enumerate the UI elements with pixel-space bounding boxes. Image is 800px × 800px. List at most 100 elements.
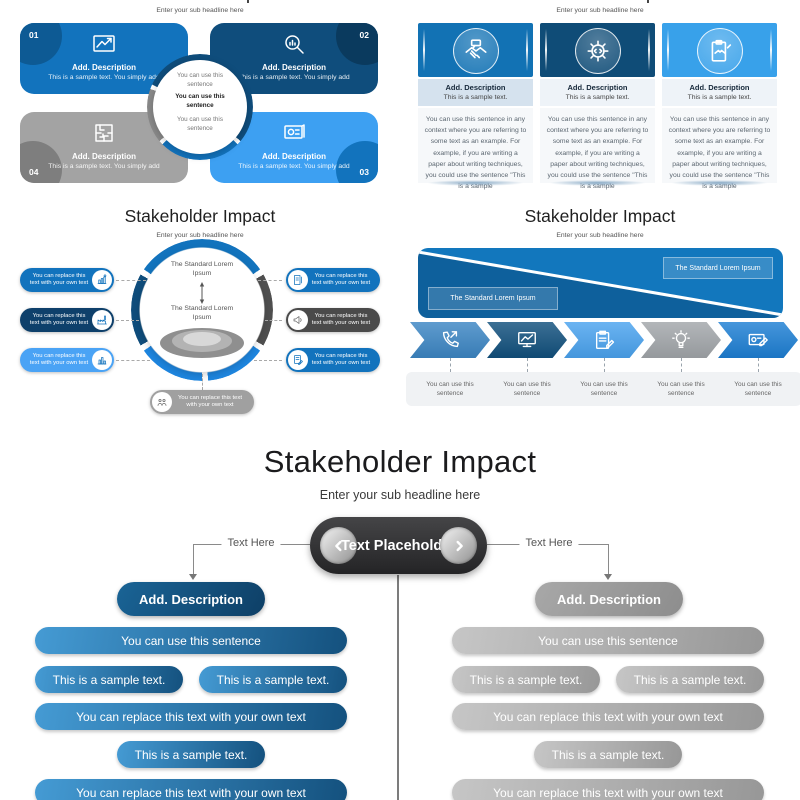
highlight-streak — [545, 29, 547, 71]
block-body: This is a sample text. You simply add — [238, 163, 350, 170]
corner-badge — [20, 23, 62, 65]
right-column-heading: Add. Description — [535, 582, 683, 616]
connector-line — [608, 544, 609, 575]
text-pill: This is a sample text. — [534, 741, 682, 768]
handshake-chat-icon — [463, 38, 489, 64]
page-subtitle: Enter your sub headline here — [319, 488, 481, 502]
factory-icon — [92, 310, 112, 330]
card-heading: Add. Description — [567, 83, 628, 92]
card-subheading: This is a sample text. — [443, 94, 508, 101]
pill-text: You can replace this text with your own … — [311, 312, 371, 327]
lightbulb-icon — [670, 329, 692, 351]
pill-text: You can replace this text with your own … — [178, 394, 242, 409]
text-pill: This is a sample text. — [616, 666, 764, 693]
corner-badge — [336, 141, 378, 183]
text-pill: You can replace this text with your own … — [452, 779, 764, 800]
slide-subtitle: Enter your sub headline here — [156, 7, 244, 14]
shadow-swoosh — [671, 180, 768, 186]
corner-badge — [336, 23, 378, 65]
chevron-right-icon[interactable] — [440, 527, 477, 564]
shadow-swoosh — [549, 180, 646, 186]
center-circle: You can use this sentence You can use th… — [153, 60, 247, 154]
card-header — [540, 23, 655, 77]
center-text: You can use this sentence — [177, 116, 223, 132]
text-pill: This is a sample text. — [35, 666, 183, 693]
banner-label-left: The Standard Lorem Ipsum — [428, 287, 558, 310]
slide-thumbnail-circle[interactable]: Stakeholder Impact Enter your sub headli… — [0, 196, 400, 422]
connector-line — [193, 544, 194, 575]
text-pill: This is a sample text. — [117, 741, 265, 768]
slide-subtitle: Enter your sub headline here — [556, 7, 644, 14]
block-heading: Add. Description — [261, 152, 326, 161]
center-text-bold: You can use this sentence — [175, 93, 225, 109]
text-pill: You can replace this text with your own … — [452, 703, 764, 730]
card-body-text: You can use this sentence in any context… — [546, 116, 649, 191]
text-placeholder-pill[interactable]: Text Placeholder — [310, 517, 487, 574]
slide-thumbnail-quadrant[interactable]: Stakeholder Impact Enter your sub headli… — [0, 0, 400, 196]
card-body-box: You can use this sentence in any context… — [418, 108, 533, 190]
slide-thumbnail-columns[interactable]: Stakeholder Impact Enter your sub headli… — [400, 0, 800, 196]
connector-dash — [254, 360, 282, 361]
column-card: Add. Description This is a sample text. … — [540, 23, 655, 190]
slide-subtitle: Enter your sub headline here — [156, 232, 244, 239]
connector-dash — [202, 374, 203, 390]
hub-pill: You can replace this text with your own … — [286, 268, 380, 292]
block-heading: Add. Description — [71, 63, 136, 72]
growth-chart-icon — [92, 32, 116, 56]
slide-thumbnail-banner[interactable]: Stakeholder Impact Enter your sub headli… — [400, 196, 800, 422]
text-pill: This is a sample text. — [199, 666, 347, 693]
card-description-box: Add. Description This is a sample text. — [662, 79, 777, 106]
connector-dash — [116, 360, 150, 361]
block-number: 01 — [29, 30, 39, 40]
phone-arrow-icon — [439, 329, 461, 351]
block-number: 02 — [359, 30, 369, 40]
slide-title: Stakeholder Impact — [124, 206, 276, 226]
block-body: This is a sample text. You simply add — [48, 163, 160, 170]
clipboard-pencil-icon — [593, 329, 615, 351]
finance-chart-icon — [92, 270, 112, 290]
pill-text: You can replace this text with your own … — [311, 272, 371, 287]
people-icon — [152, 392, 172, 412]
block-number: 04 — [29, 167, 39, 177]
card-body-box: You can use this sentence in any context… — [540, 108, 655, 190]
step-caption: You can use this sentence — [406, 372, 494, 406]
slide-title: Stakeholder Impact — [400, 0, 800, 5]
column-card: Add. Description This is a sample text. … — [418, 23, 533, 190]
quadrant-block-01: 01 Add. Description This is a sample tex… — [20, 23, 188, 94]
card-heading: Add. Description — [689, 83, 750, 92]
connector-dash — [604, 358, 605, 372]
banner-label-right: The Standard Lorem Ipsum — [663, 257, 773, 279]
highlight-streak — [526, 29, 528, 71]
block-body: This is a sample text. You simply add — [238, 74, 350, 81]
presentation-chart-icon — [282, 121, 306, 145]
chevron-left-icon[interactable] — [320, 527, 357, 564]
card-body-text: You can use this sentence in any context… — [424, 116, 527, 191]
hub-pill: You can replace this text with your own … — [20, 348, 114, 372]
highlight-streak — [423, 29, 425, 71]
block-body: This is a sample text. You simply add — [48, 74, 160, 81]
connector-dash — [681, 358, 682, 372]
hub-pill: You can replace this text with your own … — [286, 348, 380, 372]
corner-badge — [20, 141, 62, 183]
column-card: Add. Description This is a sample text. … — [662, 23, 777, 191]
cheque-pen-icon — [747, 329, 769, 351]
bar-chart-icon — [92, 350, 112, 370]
pill-text: You can replace this text with your own … — [29, 352, 89, 367]
diagonal-banner: The Standard Lorem Ipsum The Standard Lo… — [418, 248, 783, 318]
hub-label-mid: The Standard Lorem Ipsum — [170, 305, 234, 321]
arrow-down-icon — [189, 574, 197, 580]
connector-dash — [116, 320, 139, 321]
text-pill: You can replace this text with your own … — [35, 779, 347, 800]
step-caption: You can use this sentence — [637, 372, 725, 406]
step-chevron — [410, 322, 490, 358]
text-placeholder-label: Text Placeholder — [341, 537, 456, 554]
connector-dash — [450, 358, 451, 372]
highlight-streak — [667, 29, 669, 71]
card-body-text: You can use this sentence in any context… — [668, 116, 771, 191]
clipboard-handshake-icon — [707, 38, 733, 64]
connector-dash — [265, 320, 282, 321]
step-chevron — [564, 322, 644, 358]
highlight-streak — [648, 29, 650, 71]
arrow-down-icon — [604, 574, 612, 580]
